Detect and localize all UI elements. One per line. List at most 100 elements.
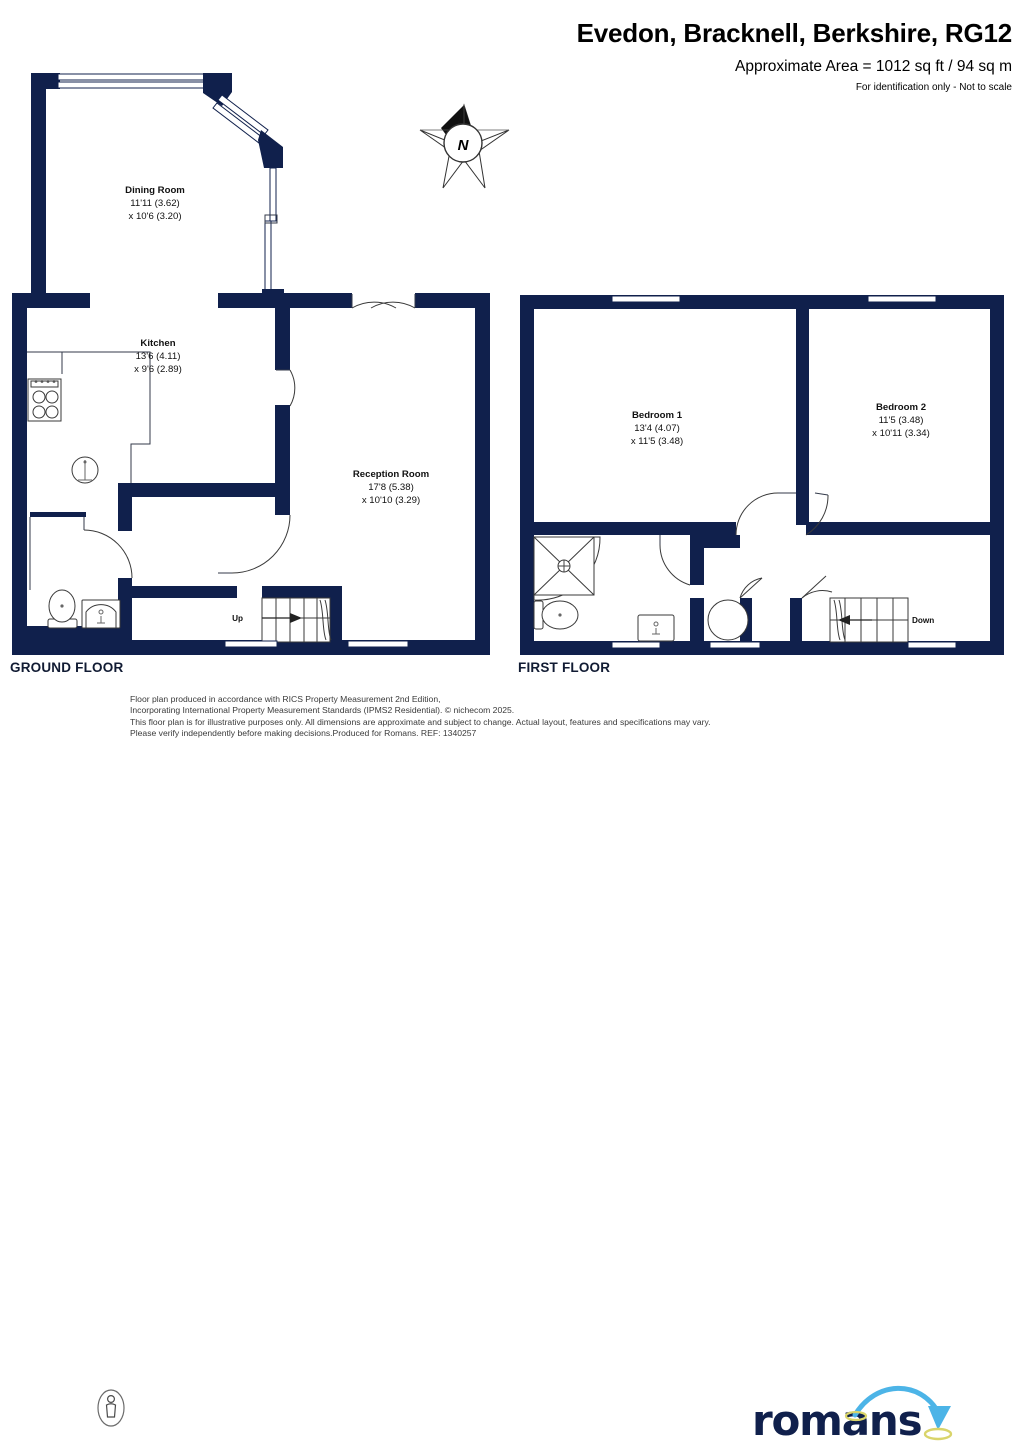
staircase-first-floor: Down <box>829 597 934 643</box>
gf-wc-floor-band <box>12 626 118 640</box>
gf-window-bottom <box>347 640 409 648</box>
ff-wall-bathroom-top <box>690 535 740 548</box>
first-floor-plan: Down Bedroom 1 13'4 (4.07) x 11'5 (3.48)… <box>518 295 1004 675</box>
dining-window-mullion <box>264 214 278 224</box>
room-dim1-kitchen: 13'6 (4.11) <box>136 351 181 362</box>
disclaimer-line-1: Floor plan produced in accordance with R… <box>130 694 441 704</box>
document-footer: Floor plan produced in accordance with R… <box>0 688 1024 1445</box>
room-label-dining-room: Dining Room <box>125 185 185 196</box>
room-dim2-reception-room: x 10'10 (3.29) <box>362 495 420 506</box>
room-dim2-kitchen: x 9'6 (2.89) <box>134 364 182 375</box>
floor-caption-first: FIRST FLOOR <box>518 660 610 675</box>
gf-wall-top-mid <box>218 293 352 308</box>
stair-label-up: Up <box>232 614 243 623</box>
gf-wall-wc-top <box>30 512 86 517</box>
identification-note: For identification only - Not to scale <box>855 82 1012 93</box>
disclaimer-text: Floor plan produced in accordance with R… <box>130 694 750 740</box>
dining-corner-post-angle <box>258 130 283 168</box>
ff-door-swing-bedroom2 <box>805 494 829 536</box>
disclaimer-line-4: Please verify independently before makin… <box>130 728 477 739</box>
kitchen-worktop-outline <box>61 351 151 483</box>
gf-wall-kitchen-right-upper <box>275 308 290 370</box>
gf-wall-hall-left-lower <box>118 578 132 640</box>
gf-wall-hall-left <box>118 483 132 531</box>
floorplan-svg: .w { fill:#10204c; } .win { fill:#ffffff… <box>10 73 1004 675</box>
ff-cupboard-door-right <box>801 575 827 599</box>
stair-label-down: Down <box>912 616 934 625</box>
ff-window-bottom-right <box>907 641 957 649</box>
document-header: Evedon, Bracknell, Berkshire, RG12 Appro… <box>0 0 1024 93</box>
gf-stair-wall-left <box>132 586 237 598</box>
gf-wall-kitchen-right-lower <box>275 405 290 515</box>
basin-ground-floor <box>81 599 121 629</box>
ff-cupboard-door-left <box>739 577 763 599</box>
ff-wall-landing-right <box>806 522 990 535</box>
kitchen-sink-icon <box>71 456 99 484</box>
room-dim2-dining-room: x 10'6 (3.20) <box>128 211 181 222</box>
gf-door-swing-reception <box>231 514 291 574</box>
ff-door-swing-bathroom <box>659 544 691 586</box>
ff-wall-right <box>990 295 1004 655</box>
ff-door-swing-bedroom1 <box>735 492 779 536</box>
gf-door-swing-patio-right <box>370 301 416 309</box>
page-title: Evedon, Bracknell, Berkshire, RG12 <box>576 18 1013 48</box>
room-label-reception-room: Reception Room <box>353 469 429 480</box>
dining-window-top-inner <box>57 81 208 89</box>
ff-door-jamb-bedroom2 <box>814 492 829 496</box>
dining-window-right-upper <box>269 167 277 222</box>
approximate-area: Approximate Area = 1012 sq ft / 94 sq m <box>734 58 1012 75</box>
ff-window-bottom-left <box>611 641 661 649</box>
gf-wall-top-right <box>415 293 490 308</box>
gf-wall-top-left <box>12 293 90 308</box>
gf-door-swing-patio-left <box>351 301 397 309</box>
floorplan-canvas: .w { fill:#10204c; } .win { fill:#ffffff… <box>10 73 1004 675</box>
gf-front-door-opening <box>224 640 278 648</box>
compass-rose: N <box>419 103 510 189</box>
room-dim1-bedroom-2: 11'5 (3.48) <box>879 415 924 426</box>
hob-icon <box>27 378 62 422</box>
ff-window-top-left <box>611 295 681 303</box>
ff-window-top-right <box>867 295 937 303</box>
dining-window-top-outer <box>57 73 208 81</box>
gf-wall-hall-top <box>118 483 290 497</box>
room-dim1-bedroom-1: 13'4 (4.07) <box>634 423 680 434</box>
gf-stair-wall-top <box>262 586 340 598</box>
romans-logo-arrow <box>844 1385 953 1441</box>
ff-wall-bedroom-divider <box>796 309 809 525</box>
room-dim1-dining-room: 11'11 (3.62) <box>130 198 179 209</box>
ff-cupboard-arc-left <box>739 577 763 599</box>
room-dim2-bedroom-1: x 11'5 (3.48) <box>631 436 683 447</box>
disclaimer-line-2: Incorporating International Property Mea… <box>130 705 515 716</box>
room-dim2-bedroom-2: x 10'11 (3.34) <box>872 428 930 439</box>
room-label-bedroom-2: Bedroom 2 <box>876 402 926 413</box>
ff-wall-landing-left <box>534 522 736 535</box>
room-label-kitchen: Kitchen <box>140 338 175 349</box>
basin-first-floor <box>637 614 675 642</box>
person-icon <box>97 1389 125 1427</box>
staircase-ground-floor: Up <box>132 586 342 643</box>
dining-left-wall <box>31 73 46 295</box>
disclaimer-line-3: This floor plan is for illustrative purp… <box>130 716 711 727</box>
room-label-bedroom-1: Bedroom 1 <box>632 410 683 421</box>
gf-wall-left <box>12 293 27 655</box>
ff-wall-left <box>520 295 534 655</box>
ground-floor-plan: Dining Room 11'11 (3.62) x 10'6 (3.20) <box>10 73 490 675</box>
compass-north-label: N <box>458 137 470 154</box>
shower-tray-icon <box>533 536 601 601</box>
toilet-ground-floor <box>47 589 78 629</box>
gf-wall-right <box>475 293 490 655</box>
ff-cupboard-arc-right <box>801 590 833 599</box>
gf-door-swing-kitchen <box>289 369 296 407</box>
gf-stair-wall-right <box>330 586 342 640</box>
ff-window-bottom-mid <box>709 641 761 649</box>
floor-caption-ground: GROUND FLOOR <box>10 660 123 675</box>
room-dim1-reception-room: 17'8 (5.38) <box>368 482 414 493</box>
ff-wall-bathroom-lower <box>690 598 704 642</box>
ff-wall-cupboard-right <box>790 598 802 642</box>
toilet-first-floor <box>533 600 579 630</box>
gf-door-swing-hall <box>83 529 133 579</box>
romans-logo: romans <box>752 1382 1014 1445</box>
ff-cylinder-icon <box>707 599 749 641</box>
dining-window-right-lower <box>264 220 272 292</box>
dining-corner-post-tl <box>31 73 60 89</box>
